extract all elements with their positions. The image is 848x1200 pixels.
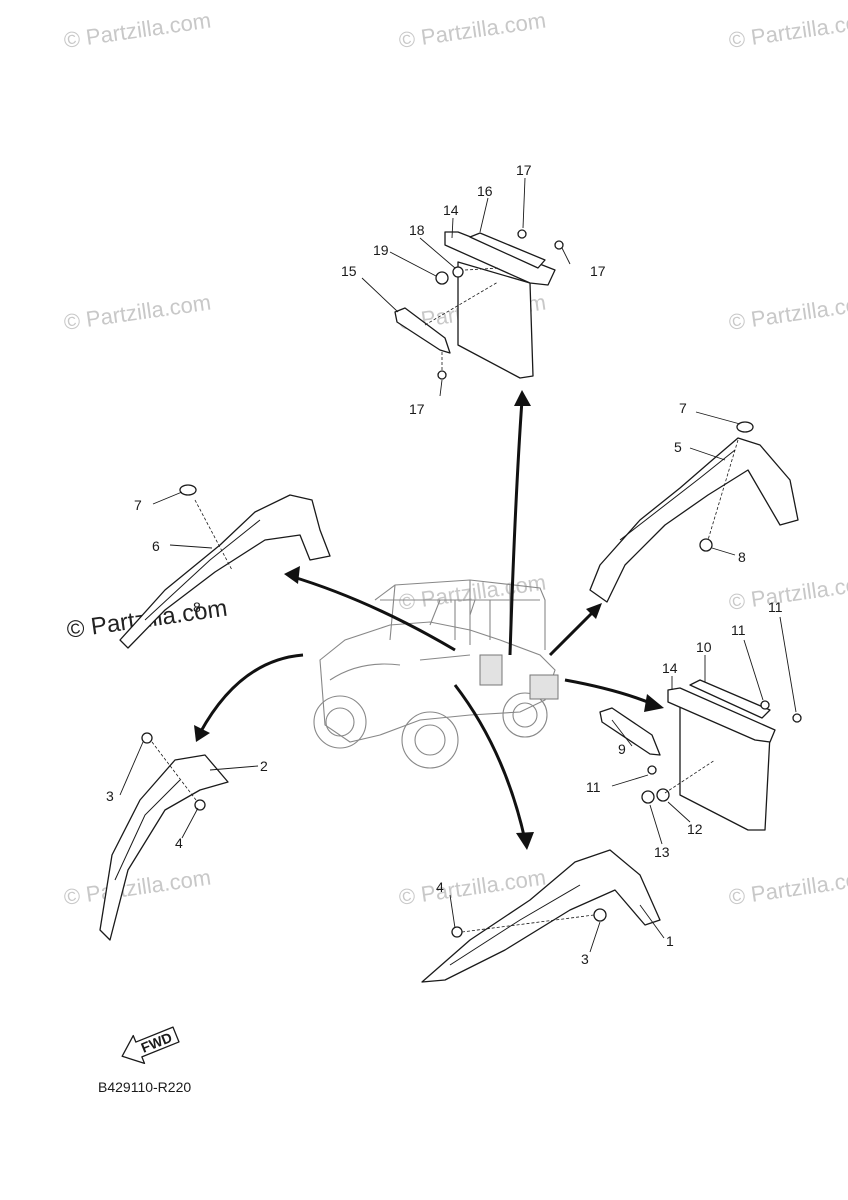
- watermark: © Partzilla.com: [727, 290, 848, 335]
- fender-1: [421, 849, 661, 983]
- callout-16: 16: [477, 183, 493, 199]
- plate-9: [599, 707, 661, 756]
- figure-code: B429110-R220: [98, 1079, 191, 1095]
- callout-14: 14: [662, 660, 678, 676]
- watermark: © Partzilla.com: [62, 290, 212, 335]
- screw-11: [647, 765, 657, 775]
- callouts: 17 17 17 16 14 18 19 15 7 5 8 7 6 8 3 2 …: [106, 162, 783, 967]
- screw-3: [593, 908, 607, 922]
- screw-17: [517, 229, 527, 239]
- callout-8: 8: [193, 599, 201, 615]
- callout-6: 6: [152, 538, 160, 554]
- callout-11: 11: [731, 622, 746, 638]
- callout-14: 14: [443, 202, 459, 218]
- callout-8: 8: [738, 549, 746, 565]
- bracket-14: [667, 687, 776, 743]
- watermark: © Partzilla.com: [727, 865, 848, 910]
- callout-17: 17: [590, 263, 606, 279]
- fender-6: [119, 484, 331, 649]
- callout-5: 5: [674, 439, 682, 455]
- guard-2-body: [99, 754, 229, 941]
- washer-12: [656, 788, 670, 802]
- mud-flap-highlight: [479, 654, 503, 686]
- callout-10: 10: [696, 639, 712, 655]
- watermark: © Partzilla.com: [727, 570, 848, 615]
- screw-17: [437, 370, 447, 380]
- screw-11: [792, 713, 802, 723]
- callout-9: 9: [618, 741, 626, 757]
- screw-11: [760, 700, 770, 710]
- rear-mud-flap-assembly: [394, 229, 564, 380]
- screw-7: [179, 484, 197, 496]
- callout-3: 3: [106, 788, 114, 804]
- nut-13: [641, 790, 655, 804]
- vehicle-outline: [313, 579, 559, 769]
- side-mud-flap-assembly: [599, 679, 802, 831]
- nut-8: [699, 538, 713, 552]
- callout-2: 2: [260, 758, 268, 774]
- callout-1: 1: [666, 933, 674, 949]
- callout-18: 18: [409, 222, 425, 238]
- direction-arrows: [194, 390, 664, 850]
- nut-4: [451, 926, 463, 938]
- watermark: © Partzilla.com: [397, 8, 547, 53]
- callout-3: 3: [581, 951, 589, 967]
- fwd-arrow: FWD: [121, 1026, 180, 1065]
- callout-4: 4: [175, 835, 183, 851]
- fender-5: [589, 421, 799, 603]
- nut-19: [435, 271, 449, 285]
- callout-7: 7: [679, 400, 687, 416]
- callout-19: 19: [373, 242, 389, 258]
- plate-10: [689, 679, 771, 719]
- fwd-label: FWD: [139, 1029, 175, 1056]
- fender-1-body: [421, 849, 661, 983]
- fender-6-body: [119, 494, 331, 649]
- leader-lines: [119, 177, 797, 953]
- washer-18: [452, 266, 464, 278]
- screw-3: [141, 732, 153, 744]
- callout-4: 4: [436, 879, 444, 895]
- watermark: © Partzilla.com: [62, 865, 212, 910]
- plate-16: [469, 232, 546, 269]
- screw-17: [554, 240, 564, 250]
- screw-7: [736, 421, 754, 433]
- watermark: © Partzilla.com: [727, 8, 848, 53]
- callout-17: 17: [409, 401, 425, 417]
- callout-17: 17: [516, 162, 532, 178]
- callout-12: 12: [687, 821, 703, 837]
- mud-flap-highlight: [529, 674, 559, 700]
- mud-flap: [457, 261, 534, 379]
- fender-5-body: [589, 437, 799, 603]
- watermark: © Partzilla.com: [62, 8, 212, 53]
- guard-2: [99, 732, 229, 941]
- callout-13: 13: [654, 844, 670, 860]
- callout-11: 11: [586, 779, 601, 795]
- callout-15: 15: [341, 263, 357, 279]
- nut-4: [194, 799, 206, 811]
- callout-11: 11: [768, 599, 783, 615]
- callout-7: 7: [134, 497, 142, 513]
- plate-15: [394, 307, 451, 354]
- bracket-14: [444, 231, 556, 286]
